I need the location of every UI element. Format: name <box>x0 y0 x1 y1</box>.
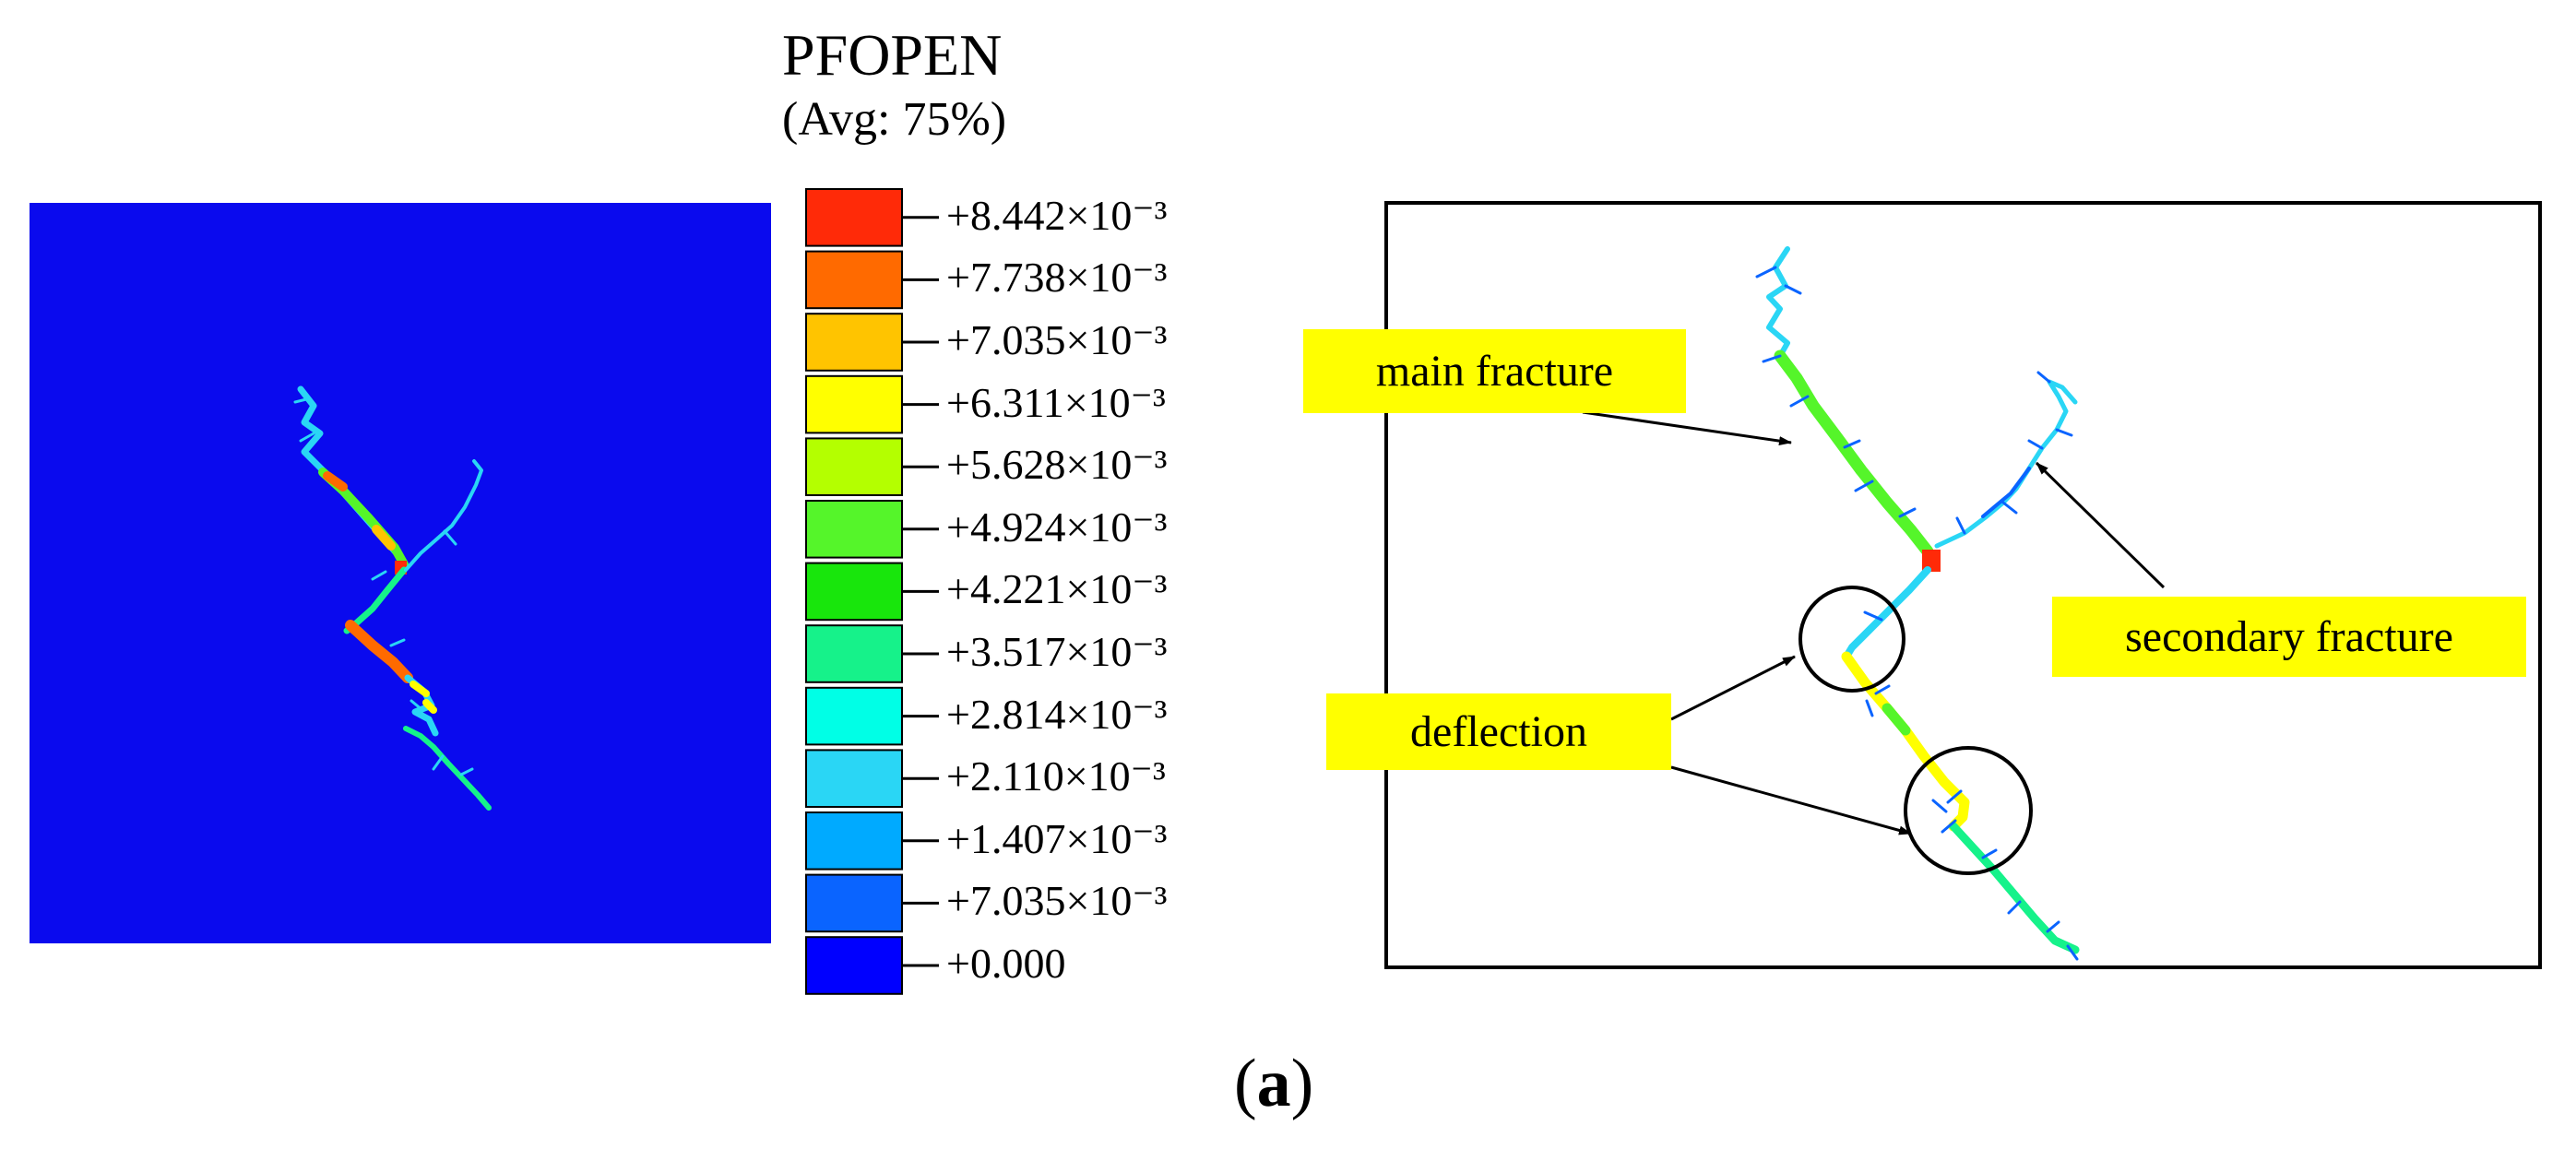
legend-subtitle: (Avg: 75%) <box>782 93 1007 146</box>
legend-tick-label: +0.000 <box>946 940 1066 987</box>
legend-ticks <box>902 216 939 967</box>
legend-band <box>805 188 903 247</box>
panel-label: (a) <box>1234 1046 1314 1121</box>
main-fracture-arrow <box>1582 410 1792 446</box>
legend-tick-label: +1.407×10⁻³ <box>946 814 1168 862</box>
schematic-panel <box>1384 201 2542 969</box>
legend-band <box>805 936 903 995</box>
deflection-arrow-upper <box>1670 655 1796 721</box>
legend-colorbar <box>805 188 903 995</box>
legend-band <box>805 313 903 372</box>
legend-tick-label: +2.110×10⁻³ <box>946 752 1166 800</box>
legend-band <box>805 250 903 310</box>
main-fracture-label: main fracture <box>1303 329 1686 413</box>
legend-tick-label: +4.924×10⁻³ <box>946 503 1168 551</box>
schematic-frame <box>1384 201 2542 969</box>
deflection-arrow-lower <box>1670 765 1912 835</box>
legend-title: PFOPEN <box>782 22 1003 88</box>
deflection-circle-upper <box>1798 586 1905 693</box>
legend-tick-label: +3.517×10⁻³ <box>946 628 1168 675</box>
legend-band <box>805 437 903 496</box>
legend-band <box>805 624 903 683</box>
legend-band <box>805 749 903 809</box>
legend-band <box>805 500 903 559</box>
legend-tick-label: +7.035×10⁻³ <box>946 877 1168 925</box>
schematic-fracture <box>1755 246 2080 961</box>
legend-tick-label: +7.035×10⁻³ <box>946 316 1168 363</box>
legend-band <box>805 562 903 622</box>
legend-tick-label: +8.442×10⁻³ <box>946 191 1168 239</box>
secondary-fracture-label: secondary fracture <box>2052 597 2526 677</box>
deflection-label: deflection <box>1326 693 1671 770</box>
legend-band <box>805 374 903 434</box>
legend-tick-label: +5.628×10⁻³ <box>946 441 1168 489</box>
secondary-fracture-arrow <box>2035 461 2166 589</box>
legend-tick-label: +6.311×10⁻³ <box>946 378 1166 426</box>
legend-tick-label: +2.814×10⁻³ <box>946 690 1168 738</box>
legend-band <box>805 686 903 746</box>
simulation-panel <box>30 203 771 943</box>
legend-band <box>805 873 903 933</box>
legend-tick-label: +7.738×10⁻³ <box>946 254 1168 302</box>
legend-band <box>805 811 903 871</box>
legend-tick-label: +4.221×10⁻³ <box>946 565 1168 613</box>
simulated-fracture <box>293 385 492 811</box>
deflection-circle-lower <box>1904 746 2033 875</box>
